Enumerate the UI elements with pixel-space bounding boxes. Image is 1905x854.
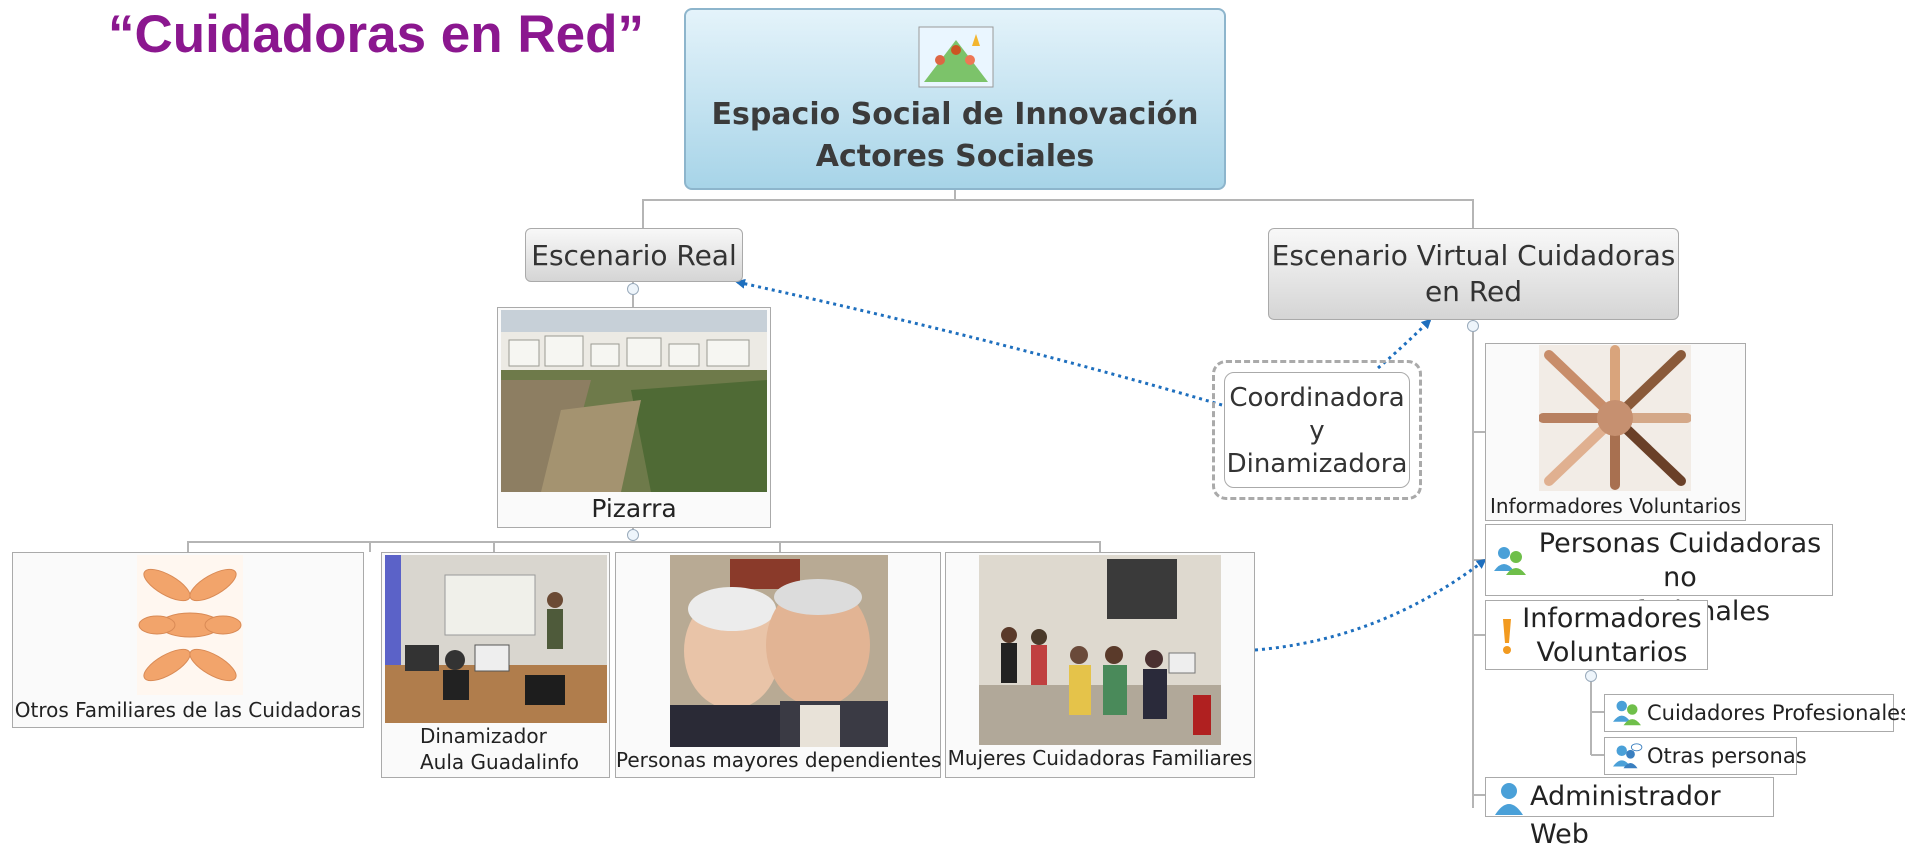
mujeres-to-personas-arrow [1254,558,1487,652]
user-icon [1495,783,1523,815]
virtual-trunk-line [1472,320,1485,808]
pizarra-node[interactable]: Pizarra [497,307,771,528]
informadores-node[interactable]: Informadores Voluntarios [1485,600,1708,670]
group-users-icon [1613,700,1641,726]
users-chat-icon [1613,743,1643,769]
cuidadores-profesionales-label: Cuidadores Profesionales [1647,701,1905,725]
dinamizador-label: Dinamizador Aula Guadalinfo [420,723,579,775]
coordinadora-to-real-arrow [735,278,1223,407]
otros-familiares-label: Otros Familiares de las Cuidadoras [14,698,362,722]
group-users-icon [1494,547,1526,575]
coordinadora-node[interactable]: Coordinadora y Dinamizadora [1224,372,1410,488]
elderly-couple-photo [670,555,888,747]
climbers-collaboration-icon [918,26,994,88]
otras-personas-node[interactable]: Otras personas [1604,737,1807,775]
mujeres-cuidadoras-node[interactable]: Mujeres Cuidadoras Familiares [945,552,1255,778]
dinamizador-line2: Aula Guadalinfo [420,750,579,774]
informadores-line1: Informadores [1522,603,1702,634]
collapse-toggle-real[interactable] [627,283,639,295]
coordinadora-outer-frame [1212,360,1422,500]
coordinadora-line3: Dinamizadora [1226,449,1408,479]
personas-cuidadoras-node[interactable]: Personas Cuidadoras no profesionales [1485,524,1833,627]
pizarra-label: Pizarra [591,494,677,523]
escenario-real-node[interactable]: Escenario Real [525,228,743,282]
escenario-virtual-line2: en Red [1424,275,1523,308]
informadores-photo-node[interactable]: Informadores Voluntarios [1485,343,1746,521]
root-title-line1: Espacio Social de Innovación [711,97,1199,132]
personas-mayores-node[interactable]: Personas mayores dependientes [615,552,941,778]
root-node[interactable]: Espacio Social de Innovación Actores Soc… [684,8,1226,190]
pizarra-children-line [187,528,1101,552]
informadores-photo-label: Informadores Voluntarios [1489,494,1742,518]
otras-personas-label: Otras personas [1647,744,1807,768]
collapse-toggle-pizarra[interactable] [627,529,639,541]
ronda-cliff-town-photo [501,310,767,492]
collapse-toggle-informadores[interactable] [1585,670,1597,682]
coordinadora-to-virtual-arrow [1377,318,1432,370]
computer-classroom-photo [385,555,607,723]
informadores-line2: Voluntarios [1536,637,1688,668]
escenario-virtual-node[interactable]: Escenario Virtual Cuidadoras en Red [1268,228,1679,320]
cuidadores-profesionales-node[interactable]: Cuidadores Profesionales [1604,694,1905,732]
mujeres-cuidadoras-label: Mujeres Cuidadoras Familiares [947,746,1253,770]
escenario-virtual-line1: Escenario Virtual Cuidadoras [1271,239,1676,272]
joined-hands-photo [137,555,243,695]
women-computer-room-photo [979,555,1221,745]
personas-mayores-label: Personas mayores dependientes [616,748,942,772]
root-branch-line [642,190,1474,228]
root-title-line2: Actores Sociales [815,139,1095,174]
otros-familiares-node[interactable]: Otros Familiares de las Cuidadoras [12,552,364,728]
coordinadora-line1: Coordinadora [1229,383,1405,413]
administrador-web-label: Administrador Web [1530,781,1721,850]
administrador-web-node[interactable]: Administrador Web [1485,777,1774,850]
escenario-real-label: Escenario Real [531,239,737,272]
page-title: “Cuidadoras en Red” [108,5,644,64]
coordinadora-line2: y [1309,416,1325,446]
personas-cuidadoras-line1: Personas Cuidadoras no [1538,528,1822,593]
collapse-toggle-virtual[interactable] [1467,320,1479,332]
exclamation-icon [1503,619,1511,654]
stacked-hands-photo [1539,345,1691,491]
dinamizador-node[interactable]: Dinamizador Aula Guadalinfo [381,552,610,778]
dinamizador-line1: Dinamizador [420,724,547,748]
informadores-children-line [1590,670,1604,756]
